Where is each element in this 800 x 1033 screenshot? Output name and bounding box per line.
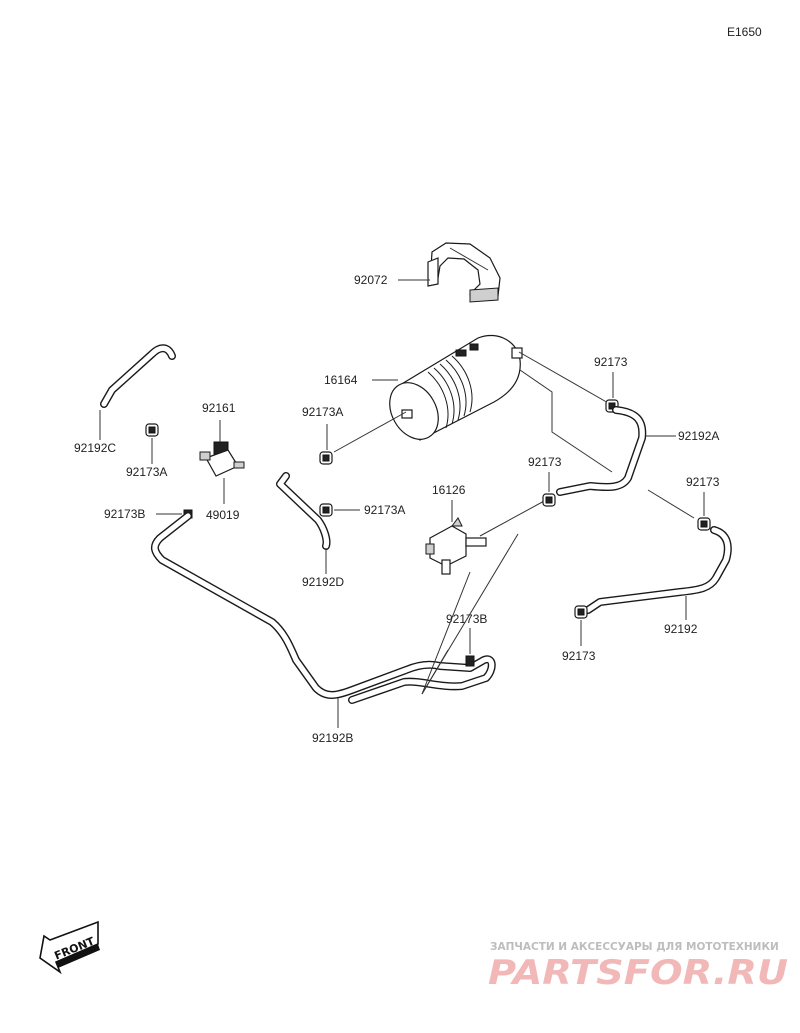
- label-92173-center: 92173: [528, 455, 562, 469]
- label-92173-top: 92173: [594, 355, 628, 369]
- leader-92192A-to-92173: [647, 489, 695, 519]
- hose-92192D: [276, 472, 331, 550]
- leader-92192B-split: [421, 649, 449, 695]
- leader-canister-to-92173: [518, 351, 611, 405]
- watermark: ЗАПЧАСТИ И АКСЕССУАРЫ ДЛЯ МОТОТЕХНИКИ PA…: [488, 941, 788, 993]
- label-92173A-right: 92173A: [364, 503, 405, 517]
- solenoid-valve-16126: [425, 517, 487, 575]
- label-92173B-left: 92173B: [104, 507, 145, 521]
- clamp-92173A-mid: [319, 451, 333, 465]
- label-92192D: 92192D: [302, 575, 344, 589]
- label-16164: 16164: [324, 373, 358, 387]
- label-92192A: 92192A: [678, 429, 719, 443]
- label-92192B: 92192B: [312, 731, 353, 745]
- label-92173A-left: 92173A: [126, 465, 167, 479]
- clamp-92173A-left: [145, 423, 159, 437]
- valve-49019: [199, 441, 245, 477]
- clamp-92173-center: [542, 493, 556, 507]
- label-92192C: 92192C: [74, 441, 116, 455]
- label-49019: 49019: [206, 508, 240, 522]
- hose-92192B: [151, 512, 496, 704]
- leader-canister-to-92173A: [333, 411, 407, 453]
- front-arrow-icon: FRONT: [39, 920, 100, 975]
- canister-16164: [389, 334, 523, 441]
- hose-92192C: [100, 344, 176, 408]
- label-92173-right: 92173: [686, 475, 720, 489]
- watermark-logo: PARTSFOR.RU: [488, 953, 788, 993]
- label-92072: 92072: [354, 273, 388, 287]
- clamp-92173-right: [697, 517, 711, 531]
- label-92161: 92161: [202, 401, 236, 415]
- hose-92192: [584, 526, 732, 614]
- bracket-92072: [427, 242, 501, 303]
- clamp-92173-bottom: [574, 605, 588, 619]
- hose-92192A: [556, 406, 647, 496]
- label-92173A-mid: 92173A: [302, 405, 343, 419]
- label-92192: 92192: [664, 622, 698, 636]
- label-16126: 16126: [432, 483, 466, 497]
- leader-canister-to-92192A: [519, 369, 613, 473]
- watermark-tagline: ЗАПЧАСТИ И АКСЕССУАРЫ ДЛЯ МОТОТЕХНИКИ: [490, 941, 779, 953]
- leader-16126-to-92173: [479, 499, 547, 537]
- clamp-92173B-bottom: [465, 655, 475, 667]
- clamp-92173A-right: [319, 503, 333, 517]
- label-92173-bottom: 92173: [562, 649, 596, 663]
- diagram-code: E1650: [727, 25, 762, 39]
